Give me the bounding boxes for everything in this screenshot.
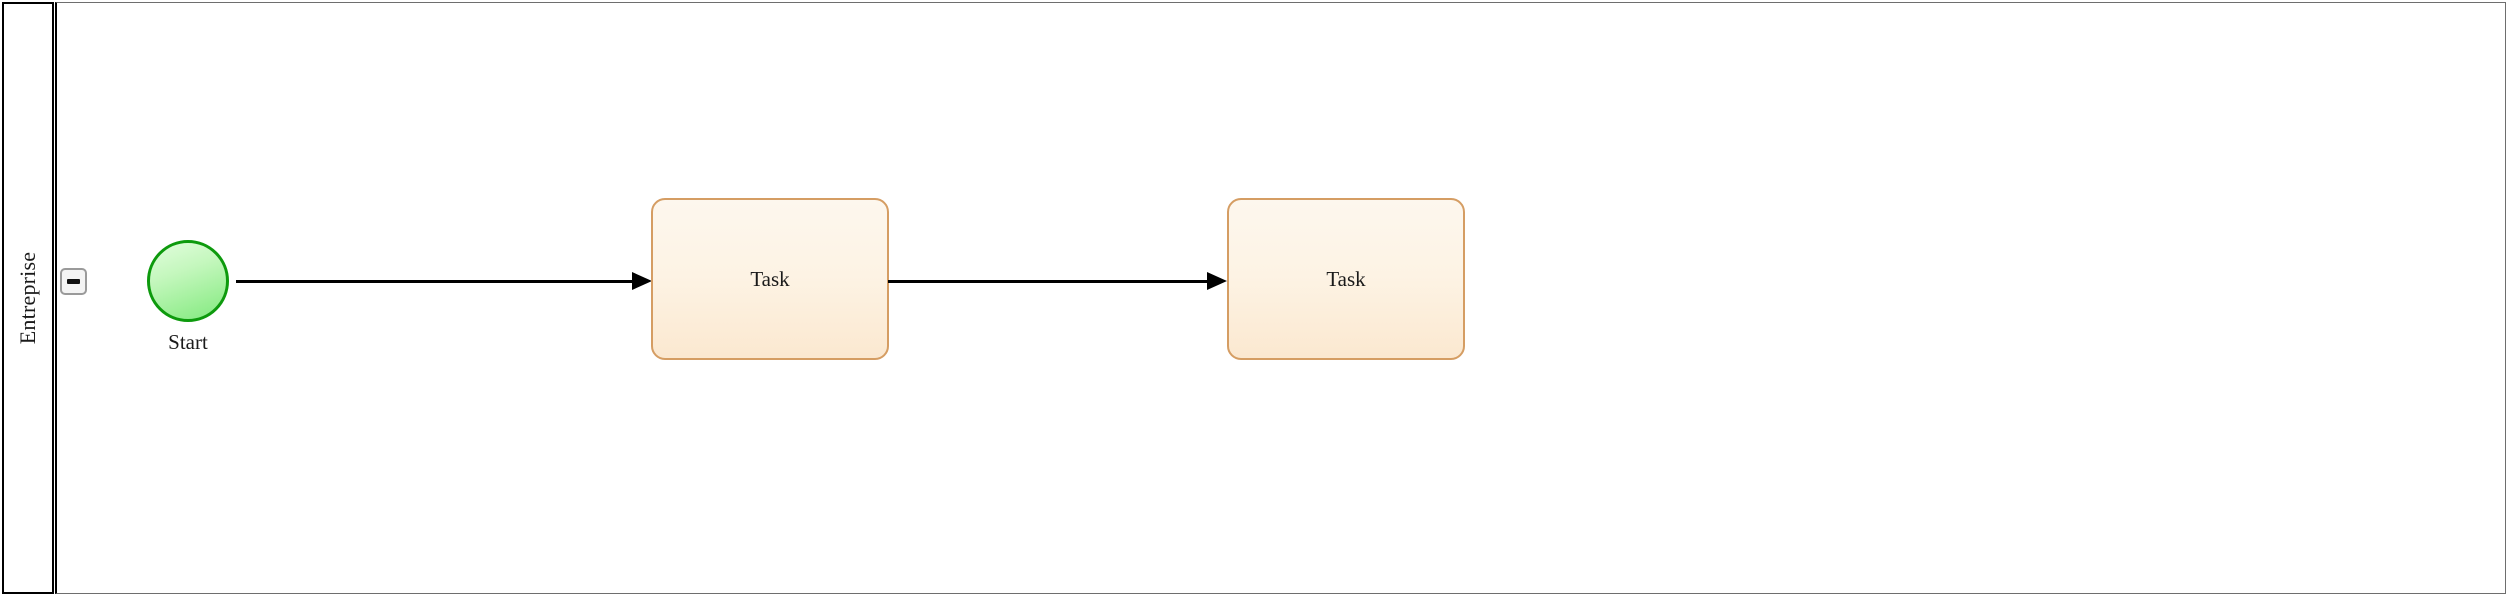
task-node-2[interactable]: Task bbox=[1227, 198, 1465, 360]
start-event-label: Start bbox=[168, 330, 208, 354]
pool-title: Entreprise bbox=[15, 251, 40, 345]
pool-header[interactable]: Entreprise bbox=[2, 2, 54, 594]
task-node-1[interactable]: Task bbox=[651, 198, 889, 360]
start-event-node[interactable] bbox=[147, 240, 229, 322]
pool-collapse-toggle[interactable] bbox=[60, 268, 87, 295]
task-label: Task bbox=[750, 266, 790, 291]
task-label: Task bbox=[1326, 266, 1366, 291]
minus-icon bbox=[67, 279, 80, 284]
